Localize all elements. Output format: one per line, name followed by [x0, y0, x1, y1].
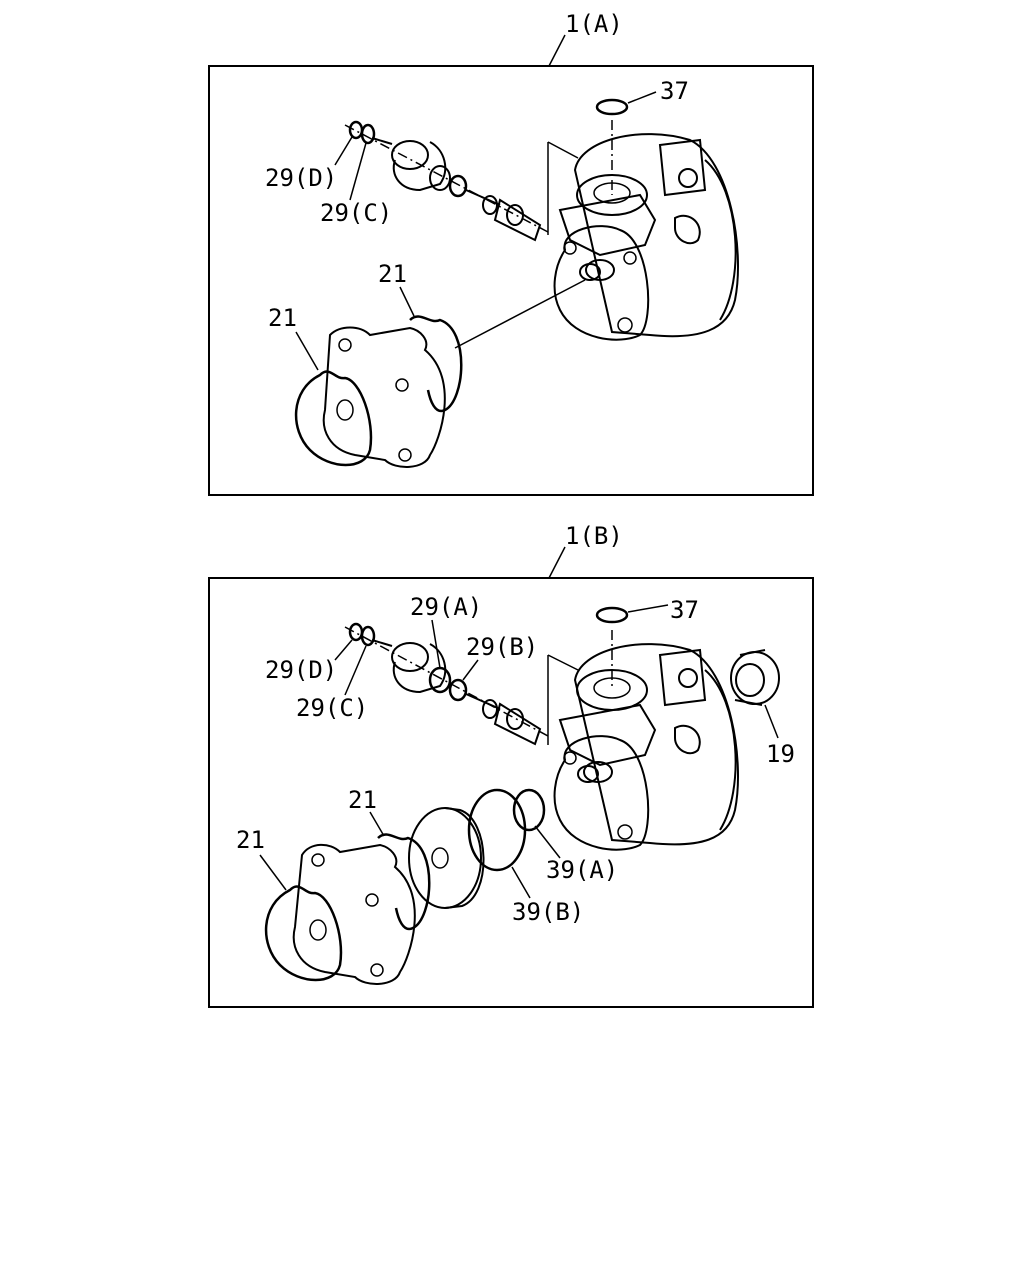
label-39a: 39(A) — [546, 856, 618, 884]
leader-29a — [431, 619, 441, 669]
label-21b: 21 — [378, 260, 407, 288]
leader-37 — [627, 91, 657, 104]
leader-39b — [511, 866, 531, 899]
gasket-21-front — [294, 370, 373, 467]
label-21b: 21 — [348, 786, 377, 814]
label-29d: 29(D) — [265, 656, 337, 684]
pump-housing — [547, 133, 739, 341]
leader-21b — [369, 811, 385, 837]
pump-housing — [547, 643, 739, 851]
panel-b-title: 1(B) — [565, 522, 623, 550]
label-29b: 29(B) — [466, 633, 538, 661]
oring-37 — [595, 98, 629, 116]
leader-29c — [344, 645, 367, 696]
panel-b-title-leader — [548, 546, 566, 579]
panel-a-frame — [208, 65, 814, 496]
oring-37 — [595, 606, 629, 624]
leader-21a — [259, 854, 287, 891]
label-29c: 29(C) — [296, 694, 368, 722]
piston-disc — [408, 807, 485, 909]
leader-21b — [399, 286, 415, 317]
leader-21a — [295, 331, 319, 371]
panel-a: 1(A) 37 — [208, 10, 814, 496]
valve-spool — [348, 120, 542, 242]
panel-b-frame — [208, 577, 814, 1008]
oring-39a — [512, 788, 546, 832]
axis-line-spool — [344, 124, 549, 233]
leader-29d — [334, 639, 353, 661]
gasket-21-front — [264, 885, 343, 982]
leader-19 — [764, 704, 779, 739]
valve-spool — [348, 622, 542, 746]
panel-a-title: 1(A) — [565, 10, 623, 38]
label-29d: 29(D) — [265, 164, 337, 192]
leader-39a — [534, 825, 561, 859]
gasket-21-back — [409, 315, 463, 413]
label-29c: 29(C) — [320, 199, 392, 227]
leader-29d — [334, 136, 353, 166]
gasket-21-back — [377, 833, 431, 931]
leader-37 — [627, 604, 669, 613]
oil-seal-19 — [730, 649, 780, 706]
leader-29c — [349, 142, 367, 201]
label-21a: 21 — [268, 304, 297, 332]
label-19: 19 — [766, 740, 795, 768]
leader-29b — [462, 659, 479, 681]
panel-b: 1(B) 37 — [208, 522, 814, 1008]
axis-line-spool — [344, 626, 549, 737]
label-39b: 39(B) — [512, 898, 584, 926]
cover-plate — [322, 326, 446, 468]
label-37: 37 — [670, 596, 699, 624]
panel-a-title-leader — [548, 34, 566, 67]
label-37: 37 — [660, 77, 689, 105]
label-21a: 21 — [236, 826, 265, 854]
cover-plate — [292, 843, 416, 985]
axis-line-cover — [454, 279, 586, 349]
label-29a: 29(A) — [410, 593, 482, 621]
